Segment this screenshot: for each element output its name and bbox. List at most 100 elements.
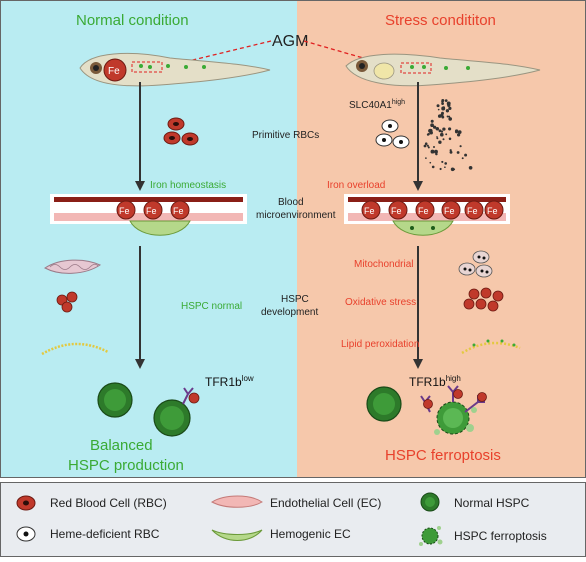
legend-ec-label: Endothelial Cell (EC) — [270, 496, 381, 510]
iron-particle — [439, 167, 442, 171]
hspc-ferroptosis-right — [434, 401, 477, 435]
iron-particle — [428, 128, 433, 133]
iron-particle — [456, 151, 460, 154]
iron-particle — [444, 166, 446, 169]
tfr1b-low-label: TFR1blow — [205, 374, 254, 389]
iron-particle — [456, 133, 461, 137]
hspc-dev-label-2: development — [261, 307, 318, 318]
iron-particle — [448, 104, 451, 107]
iron-particle — [453, 168, 456, 171]
iron-particle — [439, 132, 444, 137]
iron-particle — [423, 144, 427, 148]
slc40a1-label: SLC40A1high — [349, 99, 405, 111]
iron-particle — [438, 140, 442, 144]
iron-particle — [434, 149, 438, 154]
blood-vessel-right: Fe Fe Fe Fe Fe Fe — [344, 194, 510, 236]
legend-rbc-label: Red Blood Cell (RBC) — [50, 496, 167, 510]
fe-vessel-right-3: Fe — [418, 206, 429, 216]
tfr1b-high-label: TFR1bhigh — [409, 374, 461, 389]
legend-ferroptosis-icon — [421, 527, 439, 545]
iron-particle — [435, 127, 440, 131]
iron-particle — [429, 161, 432, 164]
iron-particle — [441, 102, 444, 105]
iron-particle — [448, 115, 451, 118]
legend-normal-hspc-label: Normal HSPC — [454, 496, 530, 510]
iron-particle — [441, 99, 445, 102]
legend-hemogenic-icon — [211, 529, 263, 541]
hspc-ferroptosis-title: HSPC ferroptosis — [385, 447, 501, 464]
fe-vessel-left-1: Fe — [119, 206, 130, 216]
fe-vessel-right-1: Fe — [364, 206, 375, 216]
iron-particle — [464, 153, 468, 157]
iron-particle — [441, 160, 444, 163]
iron-particle — [426, 144, 429, 147]
lipid-peroxidation-label: Lipid peroxidation — [341, 339, 419, 350]
iron-particle — [448, 117, 453, 121]
lipid-membrane-right — [461, 339, 521, 355]
legend-rbc: Red Blood Cell (RBC) — [16, 495, 167, 511]
iron-homeostasis-label: Iron homeostasis — [150, 180, 226, 191]
zebrafish-stress — [345, 53, 541, 87]
iron-particle — [433, 146, 435, 148]
legend-ec-icon — [210, 495, 263, 508]
tfr-receptors-right — [420, 385, 487, 413]
iron-particle — [430, 123, 434, 128]
iron-particle — [459, 145, 462, 148]
fe-vessel-right-4: Fe — [444, 206, 455, 216]
primitive-rbcs-left — [163, 117, 199, 146]
legend-normal-hspc: Normal HSPC — [420, 492, 530, 512]
iron-particles — [423, 99, 473, 172]
legend-box — [0, 482, 586, 557]
iron-particle — [427, 132, 430, 136]
iron-particle — [437, 114, 442, 118]
iron-particle — [461, 157, 464, 160]
iron-particle — [468, 165, 473, 170]
legend-ferroptosis: HSPC ferroptosis — [419, 526, 547, 546]
zebrafish-normal: Fe — [79, 52, 271, 87]
ros-cluster-right — [463, 287, 504, 312]
right-title: Stress condititon — [385, 12, 496, 29]
agm-label: AGM — [272, 33, 308, 50]
iron-particle — [448, 106, 452, 110]
iron-particle — [425, 157, 427, 159]
legend-ec: Endothelial Cell (EC) — [210, 495, 381, 510]
iron-particle — [442, 138, 445, 141]
iron-particle — [430, 149, 435, 154]
iron-particle — [442, 127, 446, 131]
iron-overload-label: Iron overload — [327, 180, 385, 191]
iron-particle — [448, 127, 452, 131]
heme-deficient-rbcs-right — [375, 119, 410, 149]
iron-particle — [450, 167, 455, 172]
iron-particle — [424, 142, 428, 145]
tfr-receptor-left — [182, 387, 200, 405]
iron-particle — [431, 165, 435, 169]
iron-particle — [445, 109, 450, 113]
iron-particle — [440, 130, 444, 133]
fe-vessel-right-2: Fe — [391, 206, 402, 216]
blood-label-1: Blood — [278, 197, 304, 208]
fe-vessel-left-3: Fe — [173, 206, 184, 216]
legend-hemogenic: Hemogenic EC — [211, 527, 351, 541]
iron-particle — [445, 133, 448, 136]
hemogenic-ec-left — [129, 220, 191, 236]
normal-hspc-right — [366, 386, 402, 422]
iron-particle — [427, 146, 430, 149]
iron-particle — [449, 150, 453, 154]
blood-vessel-left: Fe Fe Fe — [50, 194, 247, 236]
hemogenic-ec-right — [392, 220, 454, 236]
iron-particle — [438, 129, 442, 133]
iron-particle — [433, 125, 437, 129]
ros-cluster-left — [56, 291, 78, 313]
iron-particle — [437, 108, 440, 111]
blood-label-2: microenvironment — [256, 210, 336, 221]
damaged-mitochondria-right — [458, 250, 493, 278]
left-title: Normal condition — [76, 12, 189, 29]
iron-particle — [430, 119, 434, 123]
legend-ferroptosis-label: HSPC ferroptosis — [454, 529, 547, 543]
legend-heme-label: Heme-deficient RBC — [50, 527, 160, 541]
fe-vessel-right-5: Fe — [467, 206, 478, 216]
mitochondrial-label: Mitochondrial — [354, 259, 413, 270]
iron-particle — [436, 136, 438, 138]
